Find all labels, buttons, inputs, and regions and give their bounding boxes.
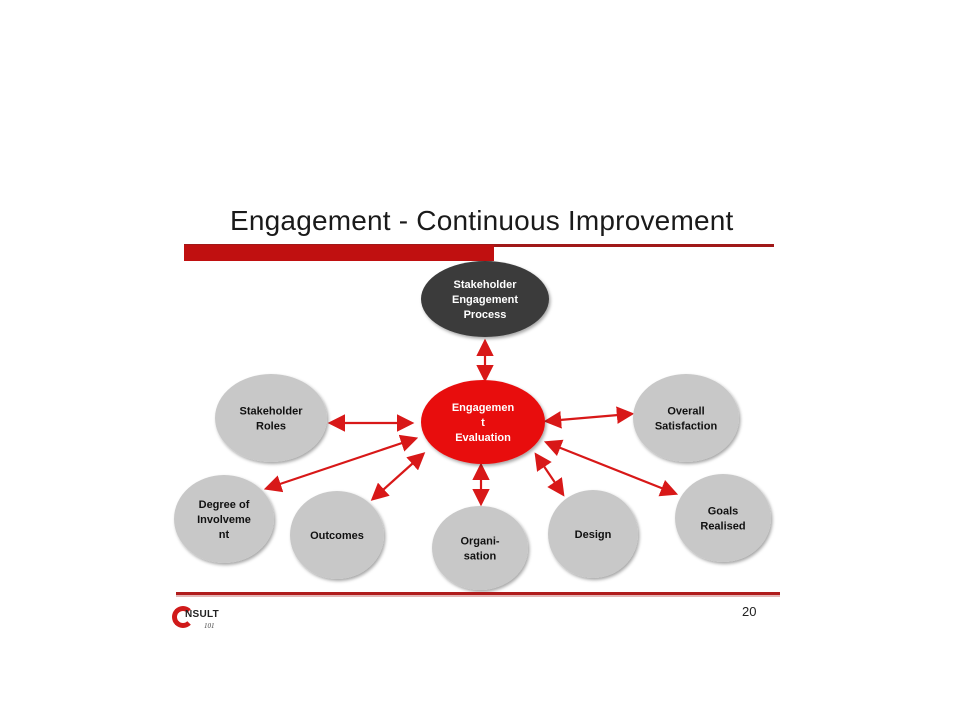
node-process-label-line-2: Engagement: [452, 294, 518, 306]
node-satisfaction-label-line-1: Overall: [667, 406, 704, 418]
connector-involvement-evaluation: [263, 434, 419, 493]
footer-rule: [176, 592, 780, 595]
consult-logo: NSULT 101: [170, 603, 240, 637]
node-design-label: Design: [575, 529, 612, 541]
node-process-shape: [421, 261, 549, 337]
node-outcomes: Outcomes: [290, 491, 384, 579]
node-outcomes-label-line-1: Outcomes: [310, 530, 364, 542]
node-process-label-line-1: Stakeholder: [454, 279, 518, 291]
node-outcomes-label: Outcomes: [310, 530, 364, 542]
node-organisation-label-line-1: Organi-: [460, 536, 499, 548]
node-involvement-label: Degree of Involveme nt: [197, 499, 251, 541]
node-goals-label-line-2: Realised: [700, 521, 745, 533]
node-roles-shape: [215, 374, 327, 462]
node-process-label-line-3: Process: [464, 309, 507, 321]
connector-satisfaction-evaluation: [543, 406, 635, 429]
logo-wordmark: NSULT: [185, 609, 220, 620]
node-roles-label-line-1: Stakeholder: [240, 406, 304, 418]
node-outcomes-shape: [290, 491, 384, 579]
logo-ring-icon: [172, 606, 194, 628]
footer-rule-shadow: [176, 595, 780, 597]
node-evaluation-label-line-3: Evaluation: [455, 432, 511, 444]
logo-subscript: 101: [204, 622, 215, 630]
node-goals-label-line-1: Goals: [708, 506, 739, 518]
node-involvement: Degree of Involveme nt: [174, 475, 274, 563]
node-roles-label-line-2: Roles: [256, 421, 286, 433]
page-number: 20: [742, 604, 757, 619]
slide-title: Engagement - Continuous Improvement: [230, 205, 734, 236]
node-design: Design: [548, 490, 638, 578]
node-goals-shape: [675, 474, 771, 562]
node-design-label-line-1: Design: [575, 529, 612, 541]
connector-goals-evaluation: [543, 439, 679, 497]
node-organisation-label-line-2: sation: [464, 551, 497, 563]
node-evaluation-label-line-1: Engagemen: [452, 402, 515, 414]
node-evaluation-label-line-2: t: [481, 417, 485, 429]
node-evaluation-shape: [421, 380, 545, 464]
node-organisation-shape: [432, 506, 528, 590]
connector-design-evaluation: [534, 452, 565, 497]
node-design-shape: [548, 490, 638, 578]
connector-outcomes-evaluation: [370, 452, 426, 501]
node-satisfaction-shape: [633, 374, 739, 462]
node-satisfaction-label-line-2: Satisfaction: [655, 421, 718, 433]
node-involvement-label-line-3: nt: [219, 529, 230, 541]
node-involvement-shape: [174, 475, 274, 563]
node-organisation: Organi-sation: [432, 506, 528, 590]
node-involvement-label-line-2: Involveme: [197, 514, 251, 526]
title-underline-thick: [184, 245, 494, 261]
node-organisation-label: Organi-sation: [460, 536, 499, 563]
connectors: [263, 338, 679, 507]
node-involvement-label-line-1: Degree of: [199, 499, 250, 511]
